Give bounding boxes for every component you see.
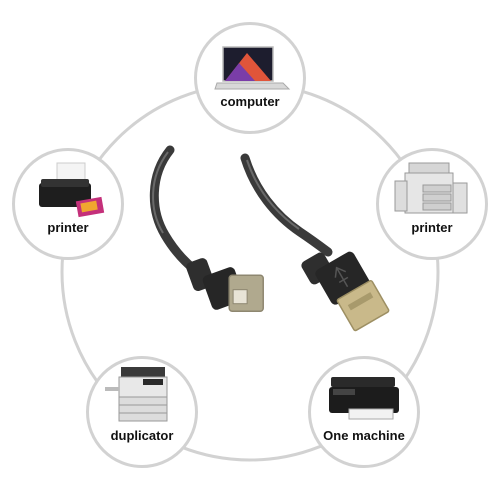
copier-drawer-2 bbox=[422, 193, 452, 202]
mfp-paper-out bbox=[348, 408, 394, 420]
multifunction-printer-icon bbox=[329, 377, 399, 420]
bubble-one-machine: One machine bbox=[308, 356, 420, 468]
copier-top bbox=[408, 162, 450, 174]
bubble-printer-right: printer bbox=[376, 148, 488, 260]
usb-type-b-connector bbox=[186, 258, 264, 313]
bubble-computer: computer bbox=[194, 22, 306, 134]
office-copier-icon bbox=[394, 162, 468, 214]
inkjet-printer-icon bbox=[39, 162, 105, 218]
mfp-control-panel bbox=[333, 389, 355, 395]
usb-type-a-connector bbox=[301, 251, 390, 332]
cable-right bbox=[240, 153, 333, 257]
usb-trident-icon bbox=[334, 266, 349, 288]
cable-left-highlight bbox=[152, 151, 169, 234]
duplicator-drawer-3 bbox=[118, 412, 168, 422]
printer-left-label: printer bbox=[47, 220, 89, 235]
copier-drawer-3 bbox=[422, 202, 452, 211]
printout-photo-inner bbox=[80, 200, 98, 213]
laptop-base bbox=[214, 82, 291, 90]
duplicator-icon bbox=[105, 367, 168, 422]
mfp-scanner-lid bbox=[331, 377, 395, 387]
laptop-icon bbox=[214, 46, 291, 90]
duplicator-drawer-1 bbox=[118, 396, 168, 406]
duplicator-feeder bbox=[121, 367, 165, 377]
type-a-shell bbox=[336, 279, 390, 332]
duplicator-output-tray bbox=[105, 387, 119, 391]
computer-label: computer bbox=[220, 94, 280, 109]
duplicator-panel bbox=[143, 379, 163, 385]
one-machine-label: One machine bbox=[323, 428, 405, 443]
type-a-slot bbox=[347, 292, 374, 311]
laptop-wallpaper-purple bbox=[225, 63, 255, 81]
duplicator-drawer-2 bbox=[118, 404, 168, 414]
copier-side bbox=[452, 182, 468, 214]
copier-finisher bbox=[394, 180, 408, 212]
bubble-duplicator: duplicator bbox=[86, 356, 198, 468]
bubble-printer-left: printer bbox=[12, 148, 124, 260]
cable-left bbox=[149, 145, 200, 275]
printer-top bbox=[41, 179, 89, 187]
type-b-port bbox=[232, 289, 248, 305]
copier-drawer-1 bbox=[422, 184, 452, 193]
duplicator-label: duplicator bbox=[110, 428, 174, 443]
cable-right-highlight bbox=[246, 159, 300, 230]
printer-right-label: printer bbox=[411, 220, 453, 235]
